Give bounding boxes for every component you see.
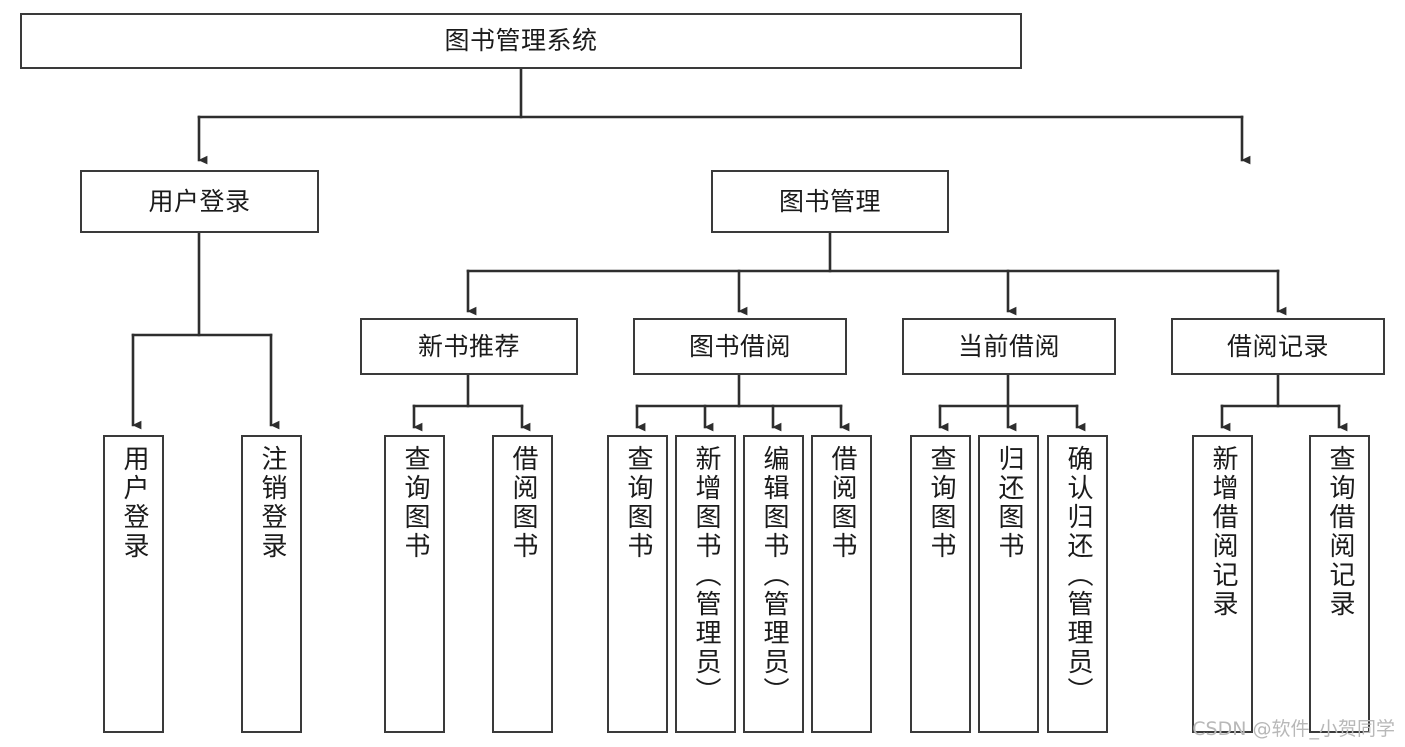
node-book-manage[interactable]: 图书管理 bbox=[711, 170, 949, 233]
node-root-label: 图书管理系统 bbox=[444, 26, 598, 56]
node-root[interactable]: 图书管理系统 bbox=[20, 13, 1022, 69]
node-borrow-record[interactable]: 借阅记录 bbox=[1171, 318, 1385, 375]
node-leaf-query-book-2[interactable]: 查询图书 bbox=[607, 435, 668, 733]
node-leaf-query-book-1[interactable]: 查询图书 bbox=[384, 435, 445, 733]
node-leaf-confirm-return[interactable]: 确认归还（管理员） bbox=[1047, 435, 1108, 733]
node-new-book-recommend-label: 新书推荐 bbox=[417, 331, 520, 361]
node-leaf-add-record[interactable]: 新增借阅记录 bbox=[1192, 435, 1253, 733]
node-leaf-query-record-label: 查询借阅记录 bbox=[1325, 445, 1356, 619]
node-leaf-add-book-label: 新增图书（管理员） bbox=[691, 445, 722, 706]
node-book-borrow-label: 图书借阅 bbox=[688, 331, 791, 361]
node-leaf-user-login-label: 用户登录 bbox=[119, 445, 150, 561]
node-leaf-add-book[interactable]: 新增图书（管理员） bbox=[675, 435, 736, 733]
node-leaf-return-book[interactable]: 归还图书 bbox=[978, 435, 1039, 733]
node-leaf-query-book-3[interactable]: 查询图书 bbox=[910, 435, 971, 733]
node-leaf-borrow-book-2-label: 借阅图书 bbox=[827, 445, 858, 561]
node-current-borrow[interactable]: 当前借阅 bbox=[902, 318, 1116, 375]
node-leaf-logout-label: 注销登录 bbox=[257, 445, 288, 561]
node-new-book-recommend[interactable]: 新书推荐 bbox=[360, 318, 578, 375]
node-leaf-borrow-book-1[interactable]: 借阅图书 bbox=[492, 435, 553, 733]
csdn-watermark: CSDN @软件_小贺同学 bbox=[1192, 718, 1395, 740]
node-leaf-return-book-label: 归还图书 bbox=[994, 445, 1025, 561]
node-leaf-edit-book-label: 编辑图书（管理员） bbox=[759, 445, 790, 706]
node-leaf-borrow-book-1-label: 借阅图书 bbox=[508, 445, 539, 561]
node-borrow-record-label: 借阅记录 bbox=[1226, 331, 1329, 361]
node-leaf-query-book-2-label: 查询图书 bbox=[623, 445, 654, 561]
node-leaf-edit-book[interactable]: 编辑图书（管理员） bbox=[743, 435, 804, 733]
node-leaf-query-book-1-label: 查询图书 bbox=[400, 445, 431, 561]
node-book-borrow[interactable]: 图书借阅 bbox=[633, 318, 847, 375]
node-book-manage-label: 图书管理 bbox=[778, 186, 881, 216]
node-leaf-logout[interactable]: 注销登录 bbox=[241, 435, 302, 733]
node-user-login-label: 用户登录 bbox=[148, 186, 251, 216]
node-leaf-add-record-label: 新增借阅记录 bbox=[1208, 445, 1239, 619]
node-leaf-confirm-return-label: 确认归还（管理员） bbox=[1063, 445, 1094, 706]
node-user-login[interactable]: 用户登录 bbox=[80, 170, 319, 233]
node-leaf-borrow-book-2[interactable]: 借阅图书 bbox=[811, 435, 872, 733]
node-current-borrow-label: 当前借阅 bbox=[957, 331, 1060, 361]
node-leaf-query-book-3-label: 查询图书 bbox=[926, 445, 957, 561]
node-leaf-user-login[interactable]: 用户登录 bbox=[103, 435, 164, 733]
node-leaf-query-record[interactable]: 查询借阅记录 bbox=[1309, 435, 1370, 733]
